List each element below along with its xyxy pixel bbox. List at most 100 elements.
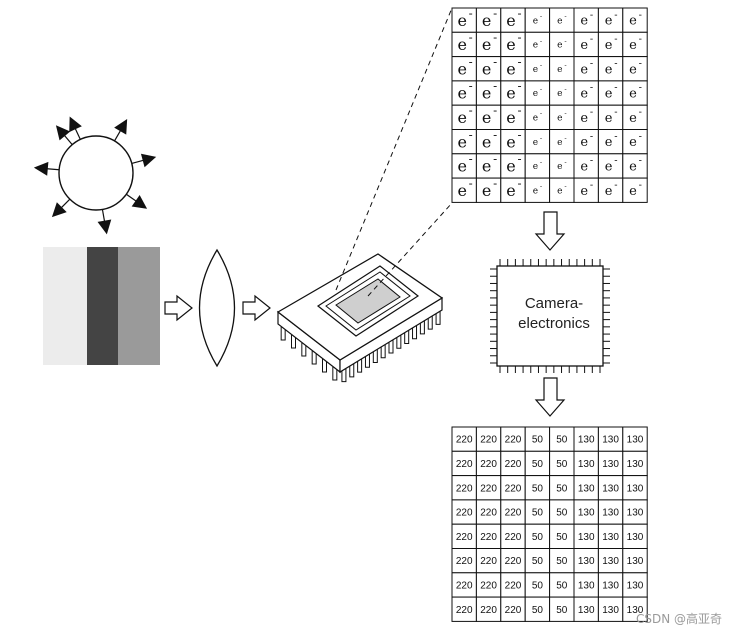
electron-charge-sign: - <box>540 110 542 118</box>
value-cell <box>549 523 575 550</box>
value-cell <box>451 523 477 550</box>
chip-pin <box>322 359 327 373</box>
value-cell <box>451 475 477 501</box>
electron-symbol: e <box>533 89 538 99</box>
sensor-cell <box>524 104 551 130</box>
value-cell <box>573 426 599 452</box>
pixel-value: 130 <box>602 483 619 494</box>
electron-symbol: e <box>506 35 515 54</box>
electron-symbol: e <box>580 111 588 126</box>
light-ray <box>60 198 71 209</box>
electron-symbol: e <box>533 16 538 26</box>
sensor-cell <box>622 7 648 33</box>
electron-symbol: e <box>629 184 637 199</box>
pixel-value: 220 <box>480 459 497 470</box>
value-cell <box>475 450 502 477</box>
pixel-value: 50 <box>532 580 544 591</box>
chip-pin <box>380 343 386 359</box>
sensor-cell <box>451 177 477 203</box>
light-ray-arrowhead <box>131 195 148 209</box>
electron-symbol: e <box>482 59 491 78</box>
chip-pin <box>419 319 425 335</box>
sensor-cell <box>524 80 551 106</box>
electron-charge-sign: - <box>564 61 566 69</box>
electron-symbol: e <box>557 89 562 99</box>
pixel-value: 130 <box>578 605 595 616</box>
electron-symbol: e <box>557 186 562 196</box>
chip-pin <box>372 348 378 364</box>
electron-charge-sign: - <box>517 6 521 20</box>
sensor-cell <box>524 31 551 58</box>
electron-symbol: e <box>580 38 588 53</box>
electron-charge-sign: - <box>614 131 617 142</box>
electron-symbol: e <box>605 14 613 29</box>
pixel-value: 130 <box>578 435 595 446</box>
light-ray <box>113 130 122 142</box>
electron-symbol: e <box>605 111 613 126</box>
pixel-value: 220 <box>505 508 522 519</box>
light-ray-arrowhead <box>33 161 49 176</box>
sensor-cell <box>500 177 526 203</box>
pixel-value: 50 <box>556 556 568 567</box>
electron-charge-sign: - <box>540 37 542 45</box>
watermark-text: CSDN @高亚奇 <box>636 611 722 626</box>
chip-pin <box>435 310 441 325</box>
electron-symbol: e <box>605 135 613 150</box>
pixel-value: 130 <box>602 580 619 591</box>
electron-charge-sign: - <box>639 131 642 142</box>
pixel-value: 130 <box>602 556 619 567</box>
arrow-right-icon <box>164 294 193 322</box>
chip-pin <box>291 335 296 349</box>
sensor-cell <box>549 7 575 33</box>
sensor-cell <box>500 7 526 33</box>
electron-symbol: e <box>580 184 588 199</box>
electron-symbol: e <box>533 186 538 196</box>
pixel-value: 130 <box>627 556 644 567</box>
value-cell <box>622 426 648 452</box>
electron-charge-sign: - <box>590 34 593 45</box>
electron-symbol: e <box>457 132 466 151</box>
electron-symbol: e <box>482 84 491 103</box>
electron-charge-sign: - <box>493 152 497 166</box>
sensor-cell <box>524 129 551 155</box>
electron-symbol: e <box>629 62 637 77</box>
electron-charge-sign: - <box>540 158 542 166</box>
value-cell <box>451 596 477 622</box>
sensor-cell <box>597 80 624 106</box>
electron-charge-sign: - <box>469 176 473 190</box>
pixel-value: 130 <box>578 459 595 470</box>
pixel-value: 220 <box>505 435 522 446</box>
value-cell <box>597 596 624 622</box>
pixel-value: 130 <box>627 459 644 470</box>
value-cell <box>475 475 502 501</box>
chip-pin <box>341 367 347 383</box>
electron-charge-sign: - <box>564 85 566 93</box>
electron-symbol: e <box>482 132 491 151</box>
sensor-cell <box>622 177 648 203</box>
lens-icon <box>198 248 236 368</box>
electron-charge-sign: - <box>469 55 473 69</box>
electron-charge-sign: - <box>469 103 473 117</box>
pixel-value: 50 <box>556 605 568 616</box>
pixel-value: 220 <box>505 605 522 616</box>
electron-symbol: e <box>629 111 637 126</box>
light-ray-arrowhead <box>114 119 128 135</box>
electron-symbol: e <box>629 160 637 175</box>
electron-symbol: e <box>533 114 538 124</box>
pixel-value: 50 <box>532 459 544 470</box>
pixel-value: 130 <box>627 532 644 543</box>
electron-symbol: e <box>506 84 515 103</box>
light-ray <box>74 128 81 140</box>
zoom-lines <box>335 7 453 297</box>
electron-symbol: e <box>457 84 466 103</box>
electron-symbol: e <box>557 138 562 148</box>
pixel-value: 220 <box>456 435 473 446</box>
electron-symbol: e <box>580 14 588 29</box>
electron-charge-sign: - <box>639 58 642 69</box>
electron-charge-sign: - <box>517 176 521 190</box>
electron-symbol: e <box>533 65 538 75</box>
electron-symbol: e <box>506 132 515 151</box>
electron-charge-sign: - <box>590 10 593 21</box>
light-ray <box>125 193 137 202</box>
electron-charge-sign: - <box>517 55 521 69</box>
